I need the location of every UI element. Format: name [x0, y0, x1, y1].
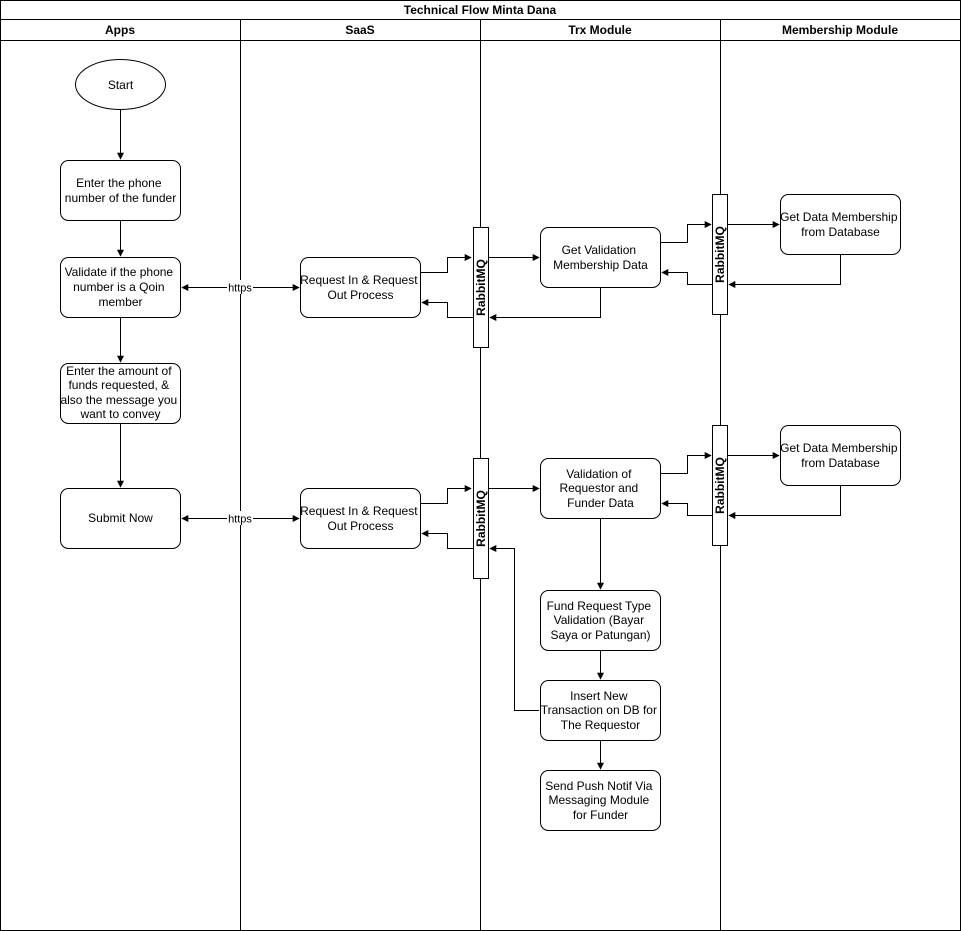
- edge-insert-to-rabbitmq: [489, 545, 539, 711]
- rabbitmq-label-trx-1: RabbitMQ: [474, 259, 488, 316]
- start-node: [75, 59, 166, 110]
- edge-db-2-to-membership-rabbitmq: [728, 486, 841, 519]
- nodes: [60, 59, 901, 831]
- saas-process-node-2: [300, 488, 421, 549]
- saas-process-node-1: [300, 257, 421, 318]
- edge-label-https-1: https: [228, 283, 252, 295]
- insert-transaction-label: Insert New Transaction on DB for The Req…: [541, 689, 661, 732]
- edge-db-1-to-membership-rabbitmq: [728, 255, 841, 288]
- rabbitmq-node-trx-2: [473, 458, 489, 579]
- get-membership-node-1: [780, 194, 901, 255]
- fund-request-type-label: Fund Request Type Validation (Bayar Saya…: [547, 599, 655, 642]
- validation-requestor-node: [540, 458, 661, 519]
- get-membership-label-2: Get Data Membership from Database: [780, 441, 901, 470]
- lane-header-saas: SaaS: [345, 23, 374, 37]
- edge-membership-rabbitmq-to-get-validation: [661, 269, 713, 285]
- edge-rabbitmq-to-saas2: [421, 530, 473, 549]
- edge-get-validation-to-rabbitmq: [489, 288, 601, 321]
- lane-header-membership-module: Membership Module: [782, 23, 898, 37]
- rabbitmq-node-trx-1: [473, 227, 489, 348]
- insert-transaction-node: [540, 680, 661, 741]
- diagram-title: Technical Flow Minta Dana: [404, 3, 557, 17]
- edge-membership-rabbitmq-to-validation-requestor: [661, 500, 713, 516]
- edge-label-https-2: https: [228, 514, 252, 526]
- send-push-node: [540, 770, 661, 831]
- rabbitmq-label-membership-1: RabbitMQ: [713, 226, 727, 283]
- edge-validation-requestor-to-membership-rabbitmq: [661, 452, 712, 474]
- edges: [117, 110, 841, 770]
- get-validation-node: [540, 227, 661, 288]
- validation-requestor-label: Validation of Requestor and Funder Data: [559, 467, 641, 510]
- rabbitmq-label-membership-2: RabbitMQ: [713, 457, 727, 514]
- get-validation-label: Get Validation Membership Data: [553, 243, 648, 272]
- submit-now-label: Submit Now: [88, 511, 153, 525]
- lane-header-trx-module: Trx Module: [568, 23, 632, 37]
- saas-process-label-2: Request In & Request Out Process: [300, 504, 421, 533]
- edge-rabbitmq-to-saas1: [421, 299, 473, 318]
- enter-phone-node: [60, 160, 181, 221]
- saas-process-label-1: Request In & Request Out Process: [300, 273, 421, 302]
- rabbitmq-node-membership-2: [712, 425, 728, 546]
- edge-labels: https https: [227, 280, 253, 526]
- rabbitmq-label-trx-2: RabbitMQ: [474, 490, 488, 547]
- get-membership-label-1: Get Data Membership from Database: [780, 210, 901, 239]
- rabbitmq-node-membership-1: [712, 194, 728, 315]
- start-label: Start: [108, 78, 134, 92]
- enter-phone-label: Enter the phone number of the funder: [65, 176, 176, 205]
- lane-header-apps: Apps: [105, 23, 135, 37]
- get-membership-node-2: [780, 425, 901, 486]
- submit-now-node: [60, 488, 181, 549]
- fund-request-type-node: [540, 590, 661, 651]
- enter-amount-node: [60, 363, 181, 424]
- send-push-label: Send Push Notif Via Messaging Module for…: [545, 779, 656, 822]
- edge-saas2-to-rabbitmq: [421, 485, 472, 504]
- validate-member-label: Validate if the phone number is a Qoin m…: [65, 265, 177, 309]
- enter-amount-label: Enter the amount of funds requested, & a…: [60, 364, 180, 421]
- edge-get-validation-to-membership-rabbitmq: [661, 221, 712, 243]
- node-labels: Start Enter the phone number of the fund…: [60, 78, 901, 822]
- edge-saas1-to-rabbitmq: [421, 254, 472, 273]
- validate-member-node: [60, 257, 181, 318]
